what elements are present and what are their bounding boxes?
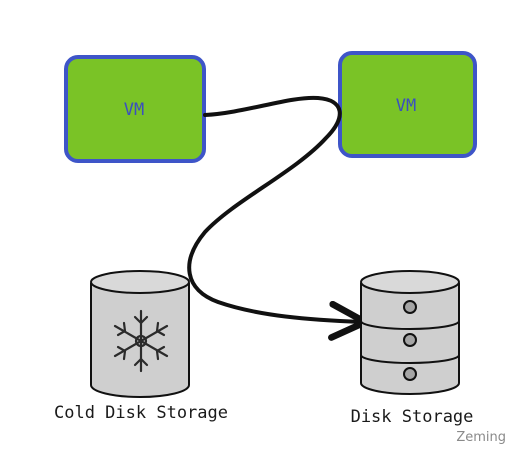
watermark: Zeming — [456, 430, 506, 445]
disk-cylinder-top — [360, 270, 460, 294]
vm-box-left — [64, 55, 206, 163]
disk-storage[interactable] — [360, 270, 460, 395]
disk-divider-1 — [360, 320, 460, 330]
vm-node-left[interactable]: VM — [64, 55, 206, 163]
cold-storage-label: Cold Disk Storage — [54, 403, 228, 423]
disk-stack-icon — [403, 300, 417, 381]
vm-node-right[interactable]: VM — [338, 51, 477, 158]
vm-label-right: VM — [396, 96, 416, 116]
snowflake-icon — [113, 309, 169, 373]
vm-box-right — [338, 51, 477, 158]
cold-disk-storage[interactable] — [90, 270, 190, 398]
connector-arrow — [187, 95, 369, 341]
cold-cylinder-top — [90, 270, 190, 294]
disk-storage-label: Disk Storage — [351, 407, 474, 427]
vm-label-left: VM — [124, 100, 144, 120]
disk-divider-2 — [360, 354, 460, 364]
